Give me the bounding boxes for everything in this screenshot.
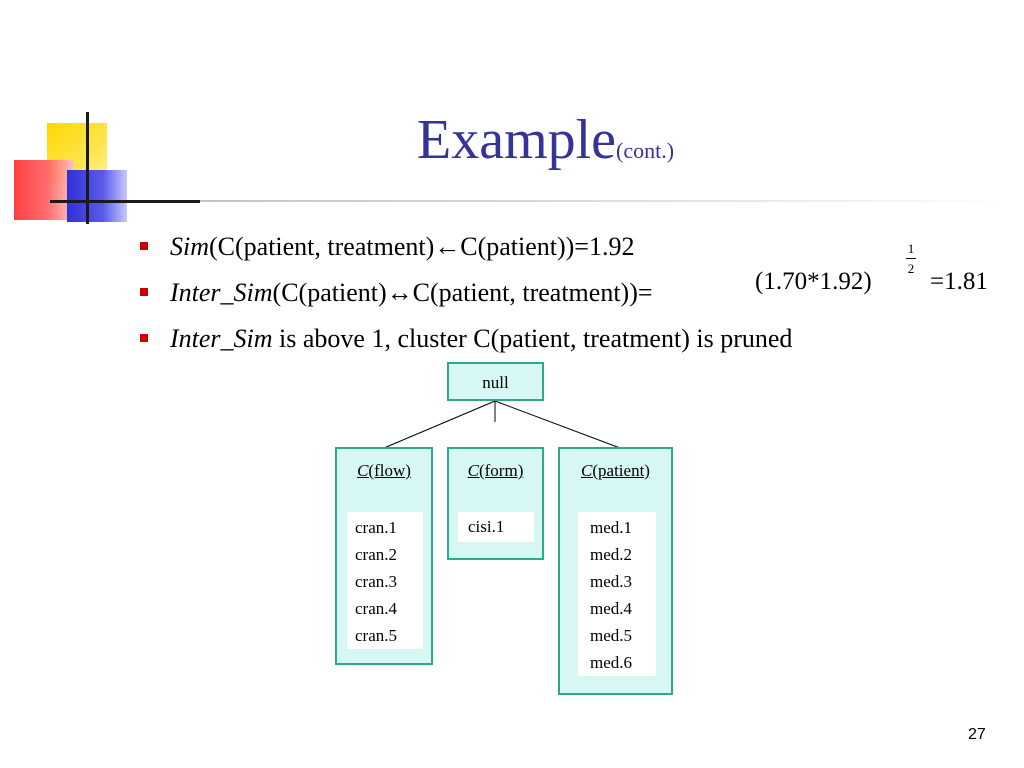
edge-patient — [494, 400, 621, 449]
cluster-label: C(form) — [449, 461, 542, 481]
cluster-label: C(patient) — [560, 461, 671, 481]
cluster-form: C(form) cisi.1 — [447, 447, 544, 560]
bullet-item: Inter_Sim is above 1, cluster C(patient,… — [138, 316, 792, 362]
cluster-name: (patient) — [592, 461, 650, 480]
bullet-square-icon — [140, 334, 148, 342]
list-item: cisi.1 — [468, 517, 505, 536]
exponent-numerator: 1 — [907, 241, 915, 256]
formula-exponent: 1 2 — [900, 242, 922, 275]
list-item: cran.1 — [355, 518, 398, 537]
list-item: cran.5 — [355, 626, 398, 645]
cluster-name: (form) — [478, 461, 524, 480]
fraction-bar — [906, 258, 916, 259]
cluster-prefix: C — [467, 461, 479, 480]
list-item: cran.2 — [355, 545, 398, 564]
list-item: cran.4 — [355, 599, 398, 618]
root-label: null — [482, 373, 509, 392]
cluster-name: (flow) — [368, 461, 411, 480]
list-item: med.1 — [590, 518, 633, 537]
list-item: cran.3 — [355, 572, 398, 591]
exponent-denominator: 2 — [907, 261, 915, 276]
formula-result: =1.81 — [930, 268, 988, 295]
title-sub: (cont.) — [616, 138, 675, 163]
cluster-items: cisi.1 — [458, 512, 534, 542]
bullet-item: Sim(C(patient, treatment)←C(patient))=1.… — [138, 224, 792, 270]
page-number: 27 — [968, 726, 986, 743]
cluster-items: cran.1 cran.2 cran.3 cran.4 cran.5 — [347, 512, 423, 649]
bullet-text: (C(patient, treatment)←C(patient))=1.92 — [209, 232, 635, 261]
bullet-text: is above 1, cluster C(patient, treatment… — [272, 324, 793, 353]
title-main: Example — [417, 109, 617, 171]
cluster-items: med.1 med.2 med.3 med.4 med.5 med.6 — [578, 512, 656, 676]
decor-red-square — [14, 160, 74, 220]
bullet-italic: Inter_Sim — [170, 324, 273, 353]
cluster-prefix: C — [581, 461, 593, 480]
formula-base: (1.70*1.92) — [755, 268, 872, 295]
bullet-item: Inter_Sim(C(patient)↔C(patient, treatmen… — [138, 270, 792, 316]
cluster-patient: C(patient) med.1 med.2 med.3 med.4 med.5… — [558, 447, 673, 695]
bullet-text: (C(patient)↔C(patient, treatment))= — [272, 278, 653, 307]
decor-horizontal-line — [50, 200, 200, 203]
root-node: null — [447, 362, 544, 401]
cluster-prefix: C — [357, 461, 369, 480]
list-item: med.6 — [590, 653, 633, 672]
decor-vertical-line — [86, 112, 89, 224]
bullet-square-icon — [140, 288, 148, 296]
cluster-flow: C(flow) cran.1 cran.2 cran.3 cran.4 cran… — [335, 447, 433, 665]
decor-blue-square — [67, 170, 127, 222]
bullet-italic: Sim — [170, 232, 209, 261]
title-rule — [50, 200, 1010, 202]
cluster-label: C(flow) — [337, 461, 431, 481]
list-item: med.2 — [590, 545, 633, 564]
list-item: med.5 — [590, 626, 633, 645]
bullet-square-icon — [140, 242, 148, 250]
list-item: med.4 — [590, 599, 633, 618]
slide-title: Example(cont.) — [417, 112, 674, 168]
bullet-list: Sim(C(patient, treatment)←C(patient))=1.… — [138, 224, 792, 362]
edge-flow — [383, 400, 496, 449]
list-item: med.3 — [590, 572, 633, 591]
bullet-italic: Inter_Sim — [170, 278, 273, 307]
